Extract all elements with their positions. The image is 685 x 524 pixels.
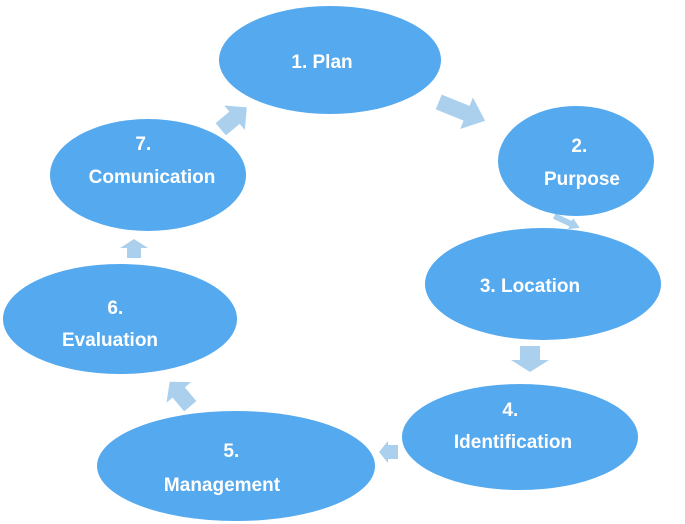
step-node-identification: 4. Identification — [402, 384, 638, 490]
node-label: 6. Evaluation — [62, 298, 158, 351]
node-label-line: 4. — [502, 400, 518, 421]
node-label: 1. Plan — [291, 52, 352, 73]
step-node-location: 3. Location — [425, 228, 661, 340]
node-label-line: 7. — [135, 134, 151, 155]
node-shape — [425, 228, 661, 340]
node-label: 5. Management — [164, 441, 281, 496]
arrow-communication-to-plan — [215, 105, 247, 136]
arrow-management-to-evaluation — [166, 381, 197, 412]
node-label: 2. Purpose — [544, 136, 620, 190]
arrow-evaluation-to-communication — [120, 239, 148, 258]
step-node-communication: 7. Comunication — [50, 119, 246, 231]
node-label-line: 1. Plan — [291, 52, 352, 73]
node-label-line: Evaluation — [62, 330, 158, 351]
node-label-line: 5. — [223, 441, 239, 462]
node-label-line: 2. — [571, 136, 587, 157]
node-shape — [3, 264, 237, 374]
node-shape — [97, 411, 375, 521]
step-node-purpose: 2. Purpose — [498, 106, 654, 216]
arrow-location-to-identification — [511, 346, 549, 372]
arrow-identification-to-management — [379, 441, 398, 463]
step-node-plan: 1. Plan — [219, 6, 441, 114]
node-label-line: 3. Location — [480, 276, 580, 297]
step-node-evaluation: 6. Evaluation — [3, 264, 237, 374]
node-label-line: Comunication — [89, 167, 216, 188]
node-shape — [219, 6, 441, 114]
node-shape — [498, 106, 654, 216]
node-label: 4. Identification — [454, 400, 572, 453]
node-label-line: Purpose — [544, 169, 620, 190]
arrow-purpose-to-location — [553, 213, 580, 230]
node-shape — [402, 384, 638, 490]
node-label-line: Management — [164, 475, 281, 496]
step-node-management: 5. Management — [97, 411, 375, 521]
node-label-line: Identification — [454, 432, 572, 453]
connector-arrows — [120, 94, 580, 463]
node-label: 3. Location — [480, 276, 580, 297]
node-label-line: 6. — [107, 298, 123, 319]
node-shape — [50, 119, 246, 231]
node-label: 7. Comunication — [89, 134, 216, 188]
arrow-plan-to-purpose — [435, 94, 486, 130]
